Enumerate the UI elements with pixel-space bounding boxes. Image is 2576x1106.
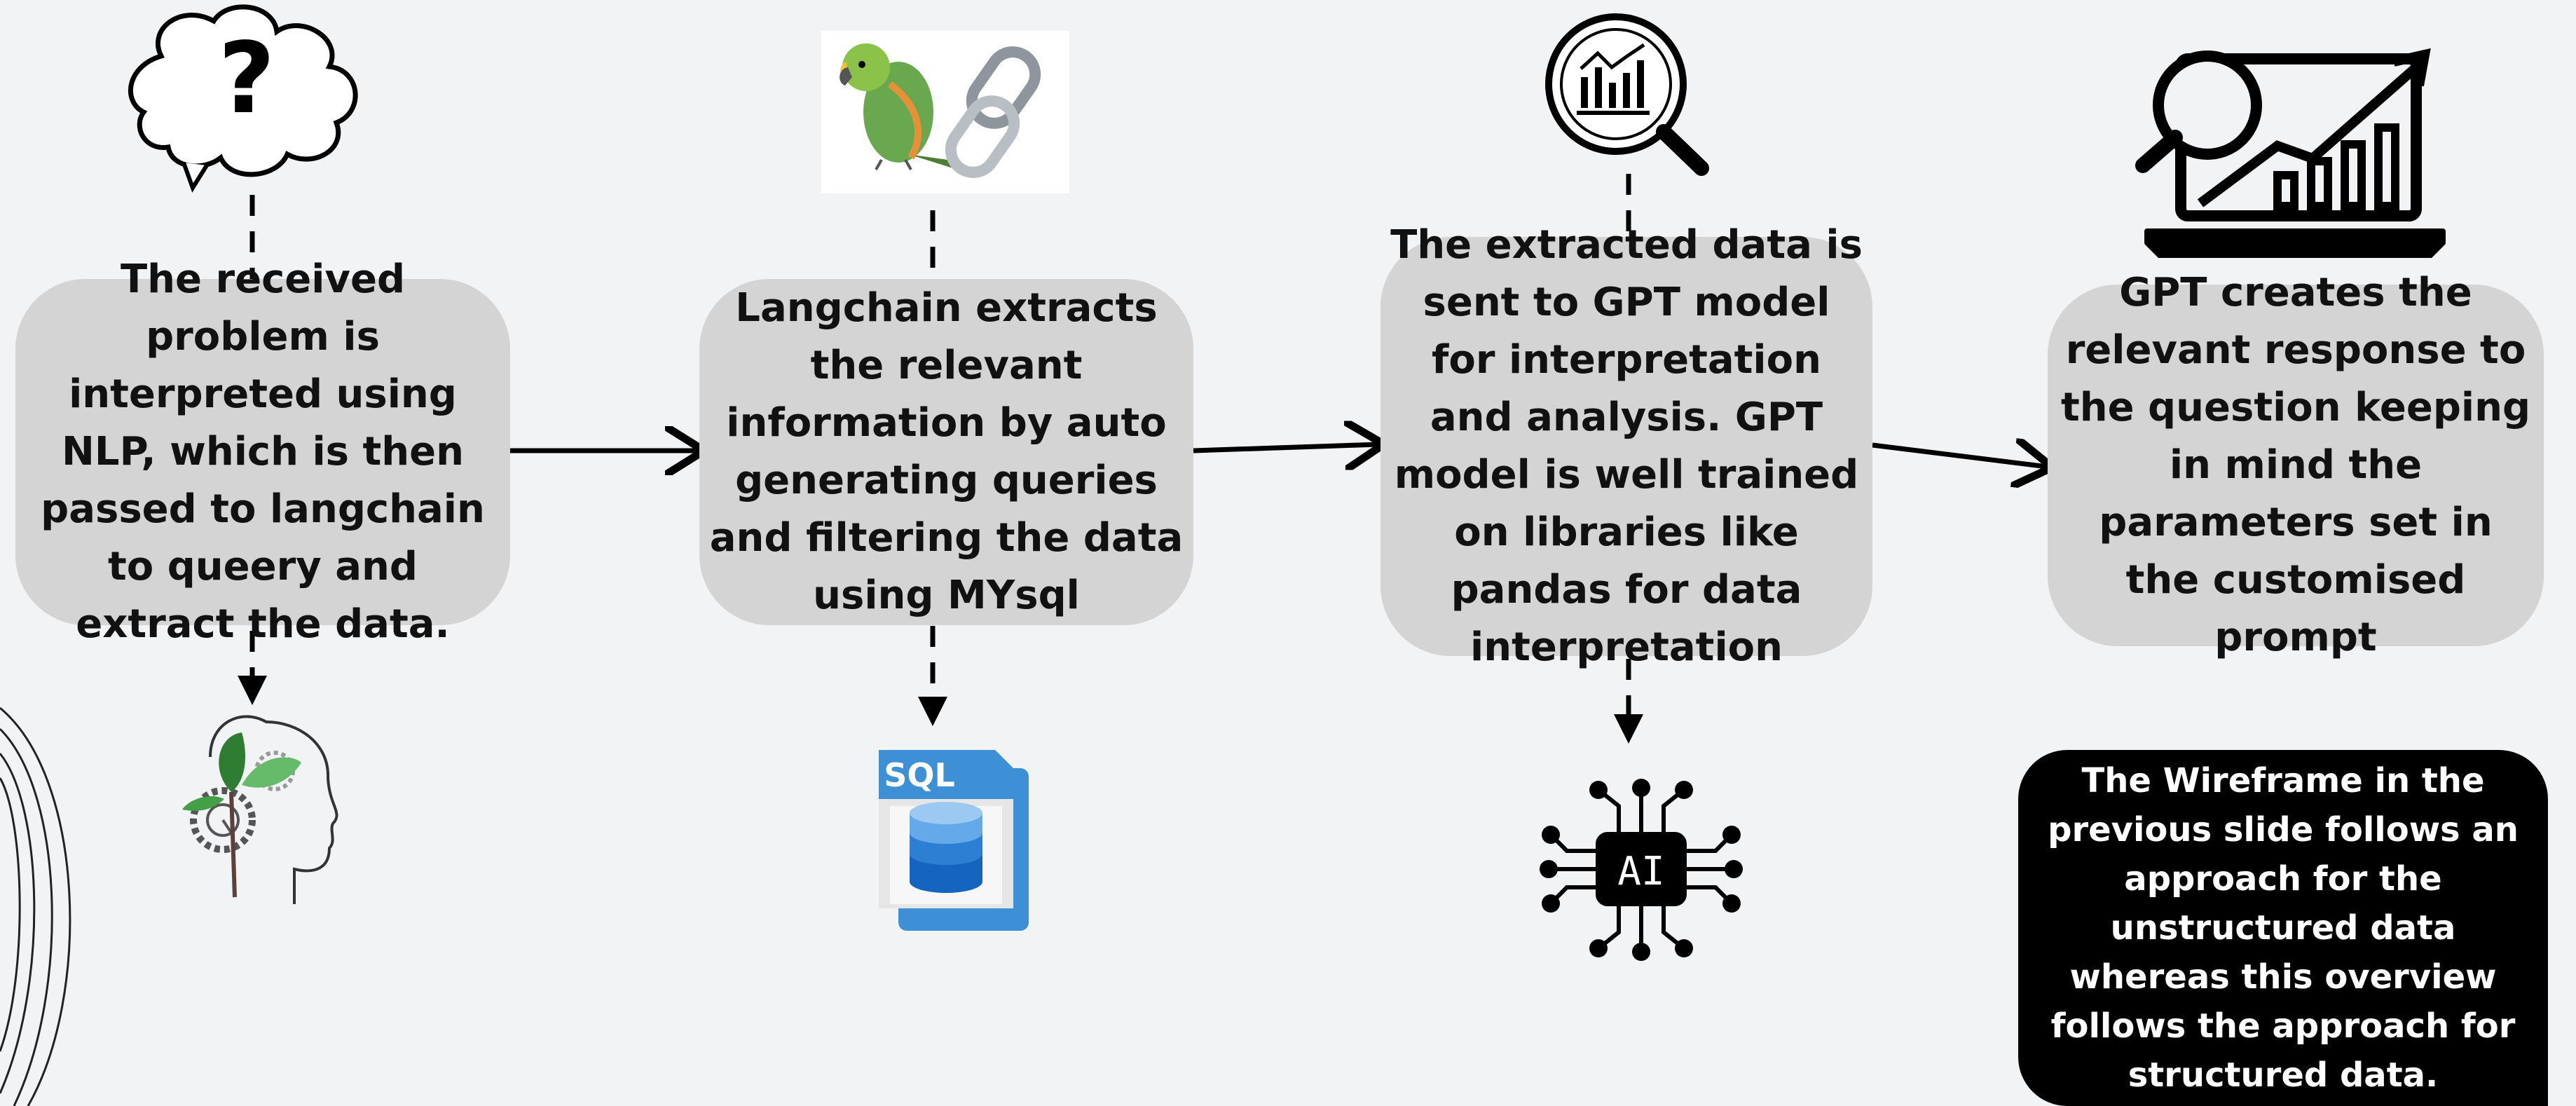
parrot-chain-icon — [821, 31, 1069, 193]
note-text: The Wireframe in the previous slide foll… — [2048, 761, 2519, 1095]
arrow-step2-to-step3 — [1193, 444, 1379, 451]
decorative-arcs — [0, 706, 71, 1106]
arrow-step3-to-step4 — [1872, 445, 2048, 467]
ai-chip-icon: AI — [1540, 779, 1743, 961]
step-3-text: The extracted data is sent to GPT model … — [1390, 222, 1863, 670]
step-1-box: The received problem is interpreted usin… — [15, 257, 510, 647]
magnifier-chart-icon — [1545, 13, 1709, 176]
nlp-head-icon — [182, 715, 338, 904]
step-4-text: GPT creates the relevant response to the… — [2060, 270, 2531, 660]
step-1-text: The received problem is interpreted usin… — [41, 257, 485, 647]
question-mark-glyph: ? — [218, 22, 275, 136]
sql-database-icon: SQL — [879, 750, 1029, 931]
step-4-box: GPT creates the relevant response to the… — [2048, 270, 2544, 660]
sql-label: SQL — [884, 756, 955, 794]
step-2-text: Langchain extracts the relevant informat… — [709, 285, 1184, 618]
structured-data-note: The Wireframe in the previous slide foll… — [2018, 750, 2548, 1106]
ai-label: AI — [1617, 849, 1664, 894]
thought-cloud-question-icon: ? — [128, 4, 358, 193]
step-3-box: The extracted data is sent to GPT model … — [1381, 222, 1872, 670]
laptop-analytics-icon — [2135, 48, 2446, 258]
step-2-box: Langchain extracts the relevant informat… — [699, 279, 1193, 625]
